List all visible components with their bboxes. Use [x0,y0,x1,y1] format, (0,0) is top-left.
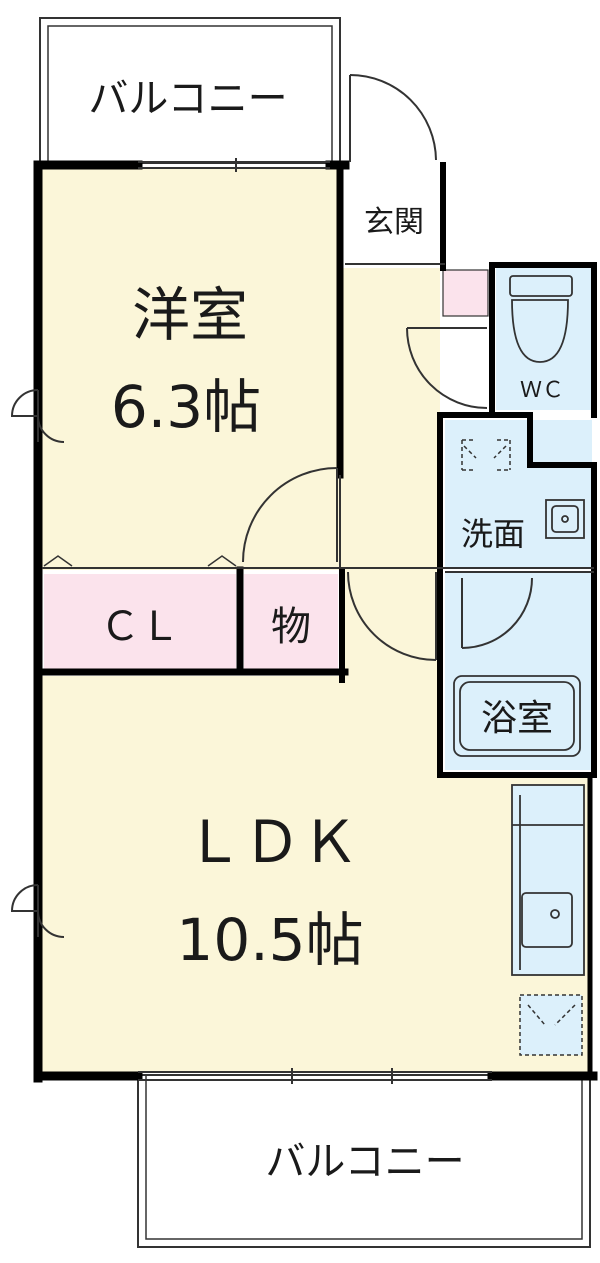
balcony-bottom [137,1074,591,1248]
washing-machine-space-icon [461,439,511,471]
wc-label: ＷＣ [520,378,564,403]
storage-area [244,574,338,670]
bathtub-icon [453,675,581,757]
ldk-area [42,676,590,1072]
wc-room [496,268,592,410]
hallway [340,268,440,570]
closet-label: ＣＬ [100,604,180,650]
entrance-area [345,168,443,264]
bath-label: 浴室 [481,698,553,739]
balcony-top [39,17,341,164]
shoe-cabinet [442,269,489,317]
entrance-label: 玄関 [364,205,424,240]
ldk-label: ＬＤＫ [185,808,359,876]
closet-area [44,574,236,670]
hallway-lower [340,570,440,680]
kitchen-counter [511,784,585,976]
window-bottom [138,1068,492,1084]
ldk-size: 10.5帖 [176,906,363,974]
storage-label: 物 [271,604,311,650]
washroom-area [445,420,592,568]
thin-partitions [42,263,594,573]
closet-fold-doors [43,555,237,567]
doors [10,74,533,938]
balcony-top-label: バルコニー [88,76,287,122]
room-fills [42,168,592,1072]
washroom-label: 洗面 [461,515,525,553]
toilet-icon [509,275,573,363]
western-room [42,168,340,570]
fridge-space-icon [519,994,583,1056]
washbasin-icon [545,499,585,539]
balcony-bottom-label: バルコニー [265,1139,464,1185]
western-room-size: 6.3帖 [111,373,261,441]
western-room-label: 洋室 [132,281,248,349]
window-top [138,158,330,172]
